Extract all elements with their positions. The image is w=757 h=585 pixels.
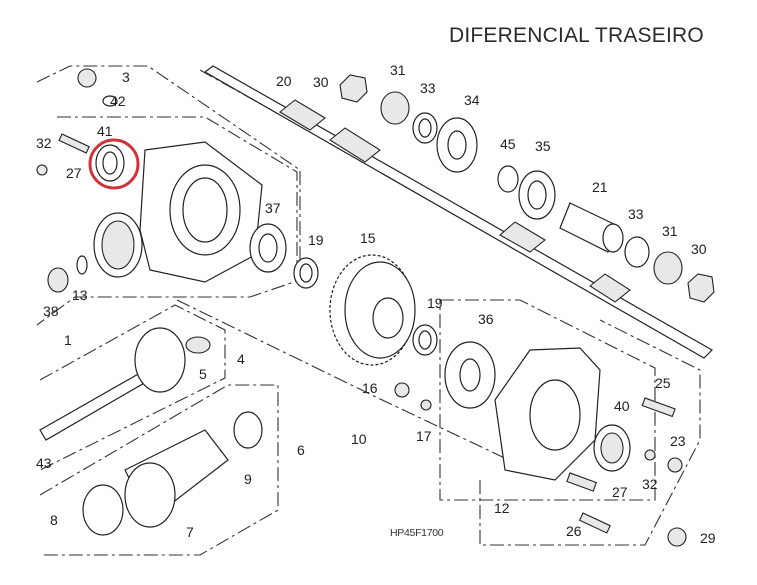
callout-30: 30 (691, 241, 707, 257)
callout-31: 31 (390, 62, 406, 78)
nut-30b[interactable] (687, 273, 715, 303)
spring-5[interactable] (185, 336, 211, 354)
callout-10: 10 (351, 431, 367, 447)
washer-33[interactable] (412, 112, 438, 144)
callout-33: 33 (420, 80, 436, 96)
callout-19: 19 (308, 232, 324, 248)
washer-32b[interactable] (644, 449, 656, 461)
ring-gear-15[interactable] (329, 254, 416, 366)
group-outline-cover (439, 299, 656, 501)
callout-17: 17 (416, 428, 432, 444)
callout-7: 7 (186, 524, 194, 540)
callout-36: 36 (478, 311, 494, 327)
callout-32: 32 (36, 135, 52, 151)
collar-21[interactable] (559, 202, 624, 253)
shaft-4[interactable] (39, 327, 186, 441)
diagram-title: DIFERENCIAL TRASEIRO (449, 24, 704, 47)
clip-13[interactable] (76, 255, 88, 275)
callout-1: 1 (64, 332, 72, 348)
callout-41: 41 (97, 123, 113, 139)
nut-29[interactable] (667, 527, 687, 547)
washer-33b[interactable] (624, 236, 650, 268)
nut-30[interactable] (339, 74, 368, 103)
plate-34[interactable] (436, 117, 478, 173)
washer-nut[interactable] (36, 164, 48, 176)
group-outline-boot (39, 384, 279, 556)
callout-5: 5 (199, 366, 207, 382)
bolt-16[interactable] (394, 382, 410, 398)
diagram-code: HP45F1700 (390, 527, 444, 539)
callout-25: 25 (655, 375, 671, 391)
group-outline-shaft (39, 304, 226, 471)
callout-15: 15 (360, 230, 376, 246)
callout-38: 38 (43, 303, 59, 319)
callout-31: 31 (662, 223, 678, 239)
callout-6: 6 (297, 442, 305, 458)
callout-21: 21 (592, 179, 608, 195)
bearing-36[interactable] (444, 341, 496, 409)
bolt-26[interactable] (578, 512, 611, 534)
shim-19b[interactable] (412, 324, 438, 356)
callout-42: 42 (110, 93, 126, 109)
group-outline-housing (36, 65, 301, 326)
group-outline-right (479, 319, 701, 546)
stud-27b[interactable] (566, 472, 598, 492)
seal-40[interactable] (593, 424, 631, 472)
band-9[interactable] (233, 411, 263, 449)
highlight-oil-seal[interactable] (88, 138, 140, 190)
shim-19[interactable] (293, 257, 319, 289)
callout-34: 34 (464, 92, 480, 108)
cover-12[interactable] (494, 347, 601, 481)
callout-27: 27 (612, 484, 628, 500)
o-ring[interactable] (102, 95, 118, 107)
callout-43: 43 (36, 455, 52, 471)
callout-33: 33 (628, 206, 644, 222)
callout-8: 8 (50, 512, 58, 528)
callout-23: 23 (670, 433, 686, 449)
callout-35: 35 (535, 138, 551, 154)
group-outline-case (57, 116, 298, 280)
boot-7[interactable] (124, 429, 229, 528)
axle-shaft-part[interactable] (203, 65, 713, 359)
callout-13: 13 (72, 287, 88, 303)
callout-26: 26 (566, 523, 582, 539)
callout-12: 12 (494, 500, 510, 516)
callout-3: 3 (122, 69, 130, 85)
callout-9: 9 (244, 471, 252, 487)
callout-20: 20 (276, 73, 292, 89)
bearing-37[interactable] (249, 223, 287, 273)
callout-40: 40 (614, 398, 630, 414)
differential-housing-part[interactable] (93, 141, 263, 283)
callout-27: 27 (66, 165, 82, 181)
callout-32: 32 (642, 476, 658, 492)
callout-19: 19 (427, 295, 443, 311)
callout-30: 30 (313, 74, 329, 90)
callout-4: 4 (237, 351, 245, 367)
callout-16: 16 (362, 380, 378, 396)
washer-17[interactable] (420, 399, 432, 411)
bolt-23[interactable] (667, 457, 683, 473)
callout-29: 29 (700, 530, 716, 546)
bearing-38[interactable] (47, 267, 69, 293)
ring-45[interactable] (497, 165, 519, 193)
callout-37: 37 (265, 200, 281, 216)
group-outline-gear (176, 299, 531, 471)
stud-bolt[interactable] (58, 133, 90, 154)
band-8[interactable] (82, 484, 124, 536)
oil-filler-bolt[interactable] (77, 68, 97, 88)
bolt-25[interactable] (641, 397, 676, 418)
callout-45: 45 (500, 136, 516, 152)
nut-31[interactable] (380, 91, 410, 125)
washer-35[interactable] (518, 170, 556, 220)
nut-31b[interactable] (653, 251, 683, 285)
